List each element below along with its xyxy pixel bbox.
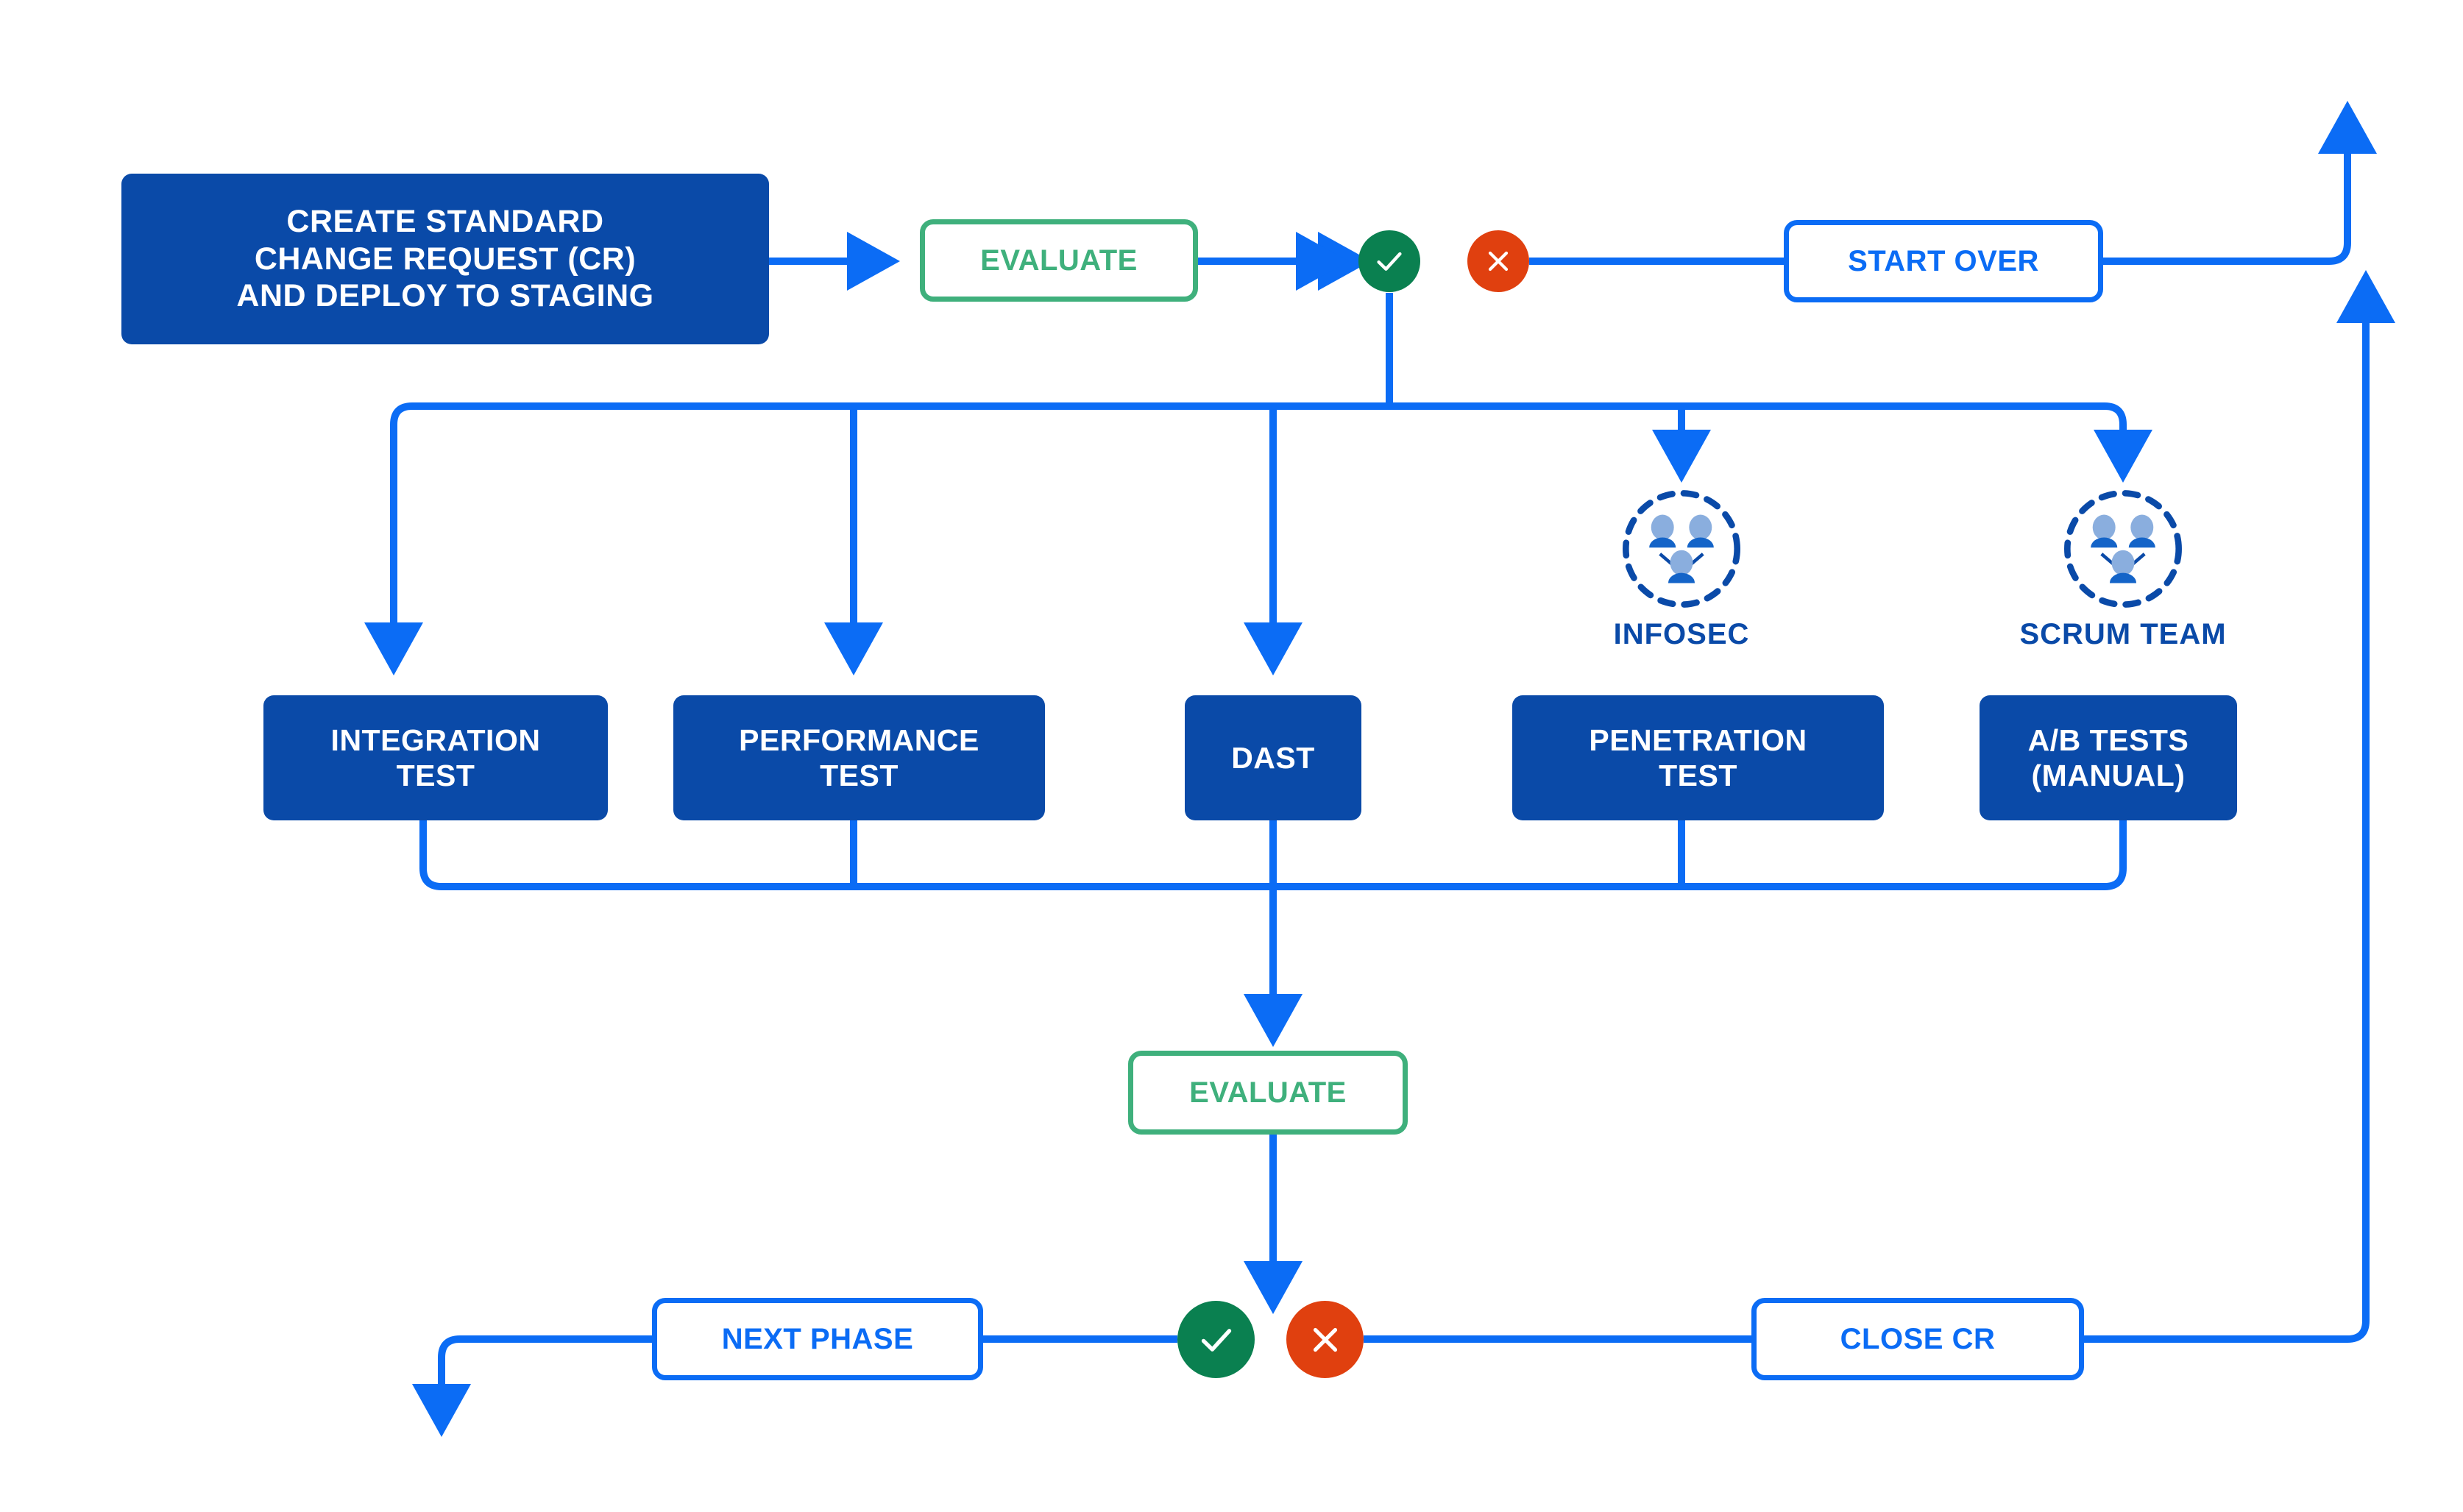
node-label: NEXT PHASE — [721, 1322, 914, 1355]
decision-pass-bottom[interactable] — [1177, 1301, 1255, 1378]
node-label: PENETRATION TEST — [1589, 723, 1807, 792]
node-label: PERFORMANCE TEST — [739, 723, 979, 792]
edge-start-over-return — [2103, 101, 2377, 265]
cross-icon — [1488, 251, 1509, 271]
distribution-bar-left-corner — [390, 402, 413, 425]
node-create-standard-change-request[interactable]: CREATE STANDARD CHANGE REQUEST (CR) AND … — [121, 174, 769, 344]
node-close-cr[interactable]: CLOSE CR — [1751, 1298, 2084, 1380]
node-label: START OVER — [1848, 244, 2039, 277]
edge-next-phase-out — [412, 1335, 652, 1437]
node-dast[interactable]: DAST — [1185, 695, 1361, 820]
team-label: INFOSEC — [1613, 618, 1750, 650]
cross-icon — [1313, 1327, 1337, 1352]
team-scrum-team[interactable]: SCRUM TEAM — [2019, 486, 2226, 651]
merge-bar-right-corner — [2104, 867, 2127, 890]
node-start-over[interactable]: START OVER — [1784, 220, 2103, 302]
decision-fail-bottom[interactable] — [1286, 1301, 1364, 1378]
node-next-phase[interactable]: NEXT PHASE — [652, 1298, 983, 1380]
node-performance-test[interactable]: PERFORMANCE TEST — [673, 695, 1045, 820]
people-group-icon — [1623, 490, 1740, 608]
node-label: INTEGRATION TEST — [330, 723, 541, 792]
decision-fail-top[interactable] — [1467, 230, 1529, 292]
node-label: CLOSE CR — [1840, 1322, 1996, 1355]
decision-pass-top[interactable] — [1358, 230, 1420, 292]
team-infosec[interactable]: INFOSEC — [1590, 486, 1773, 651]
node-label: A/B TESTS (MANUAL) — [2027, 723, 2189, 792]
node-label: EVALUATE — [1189, 1076, 1347, 1109]
node-label: EVALUATE — [980, 244, 1138, 277]
node-evaluate-bottom[interactable]: EVALUATE — [1128, 1051, 1408, 1135]
merge-bar-left-corner — [419, 867, 442, 890]
node-integration-test[interactable]: INTEGRATION TEST — [263, 695, 608, 820]
node-ab-tests[interactable]: A/B TESTS (MANUAL) — [1980, 695, 2237, 820]
node-label: DAST — [1231, 740, 1315, 775]
node-penetration-test[interactable]: PENETRATION TEST — [1512, 695, 1884, 820]
edge-close-cr-return — [2084, 270, 2395, 1343]
node-evaluate-top[interactable]: EVALUATE — [920, 219, 1198, 302]
team-label: SCRUM TEAM — [2019, 618, 2227, 650]
distribution-bar-right-corner — [2104, 402, 2127, 425]
check-icon — [1377, 252, 1402, 271]
check-icon — [1201, 1328, 1231, 1352]
people-group-icon — [2064, 490, 2182, 608]
node-label: CREATE STANDARD CHANGE REQUEST (CR) AND … — [236, 203, 654, 314]
